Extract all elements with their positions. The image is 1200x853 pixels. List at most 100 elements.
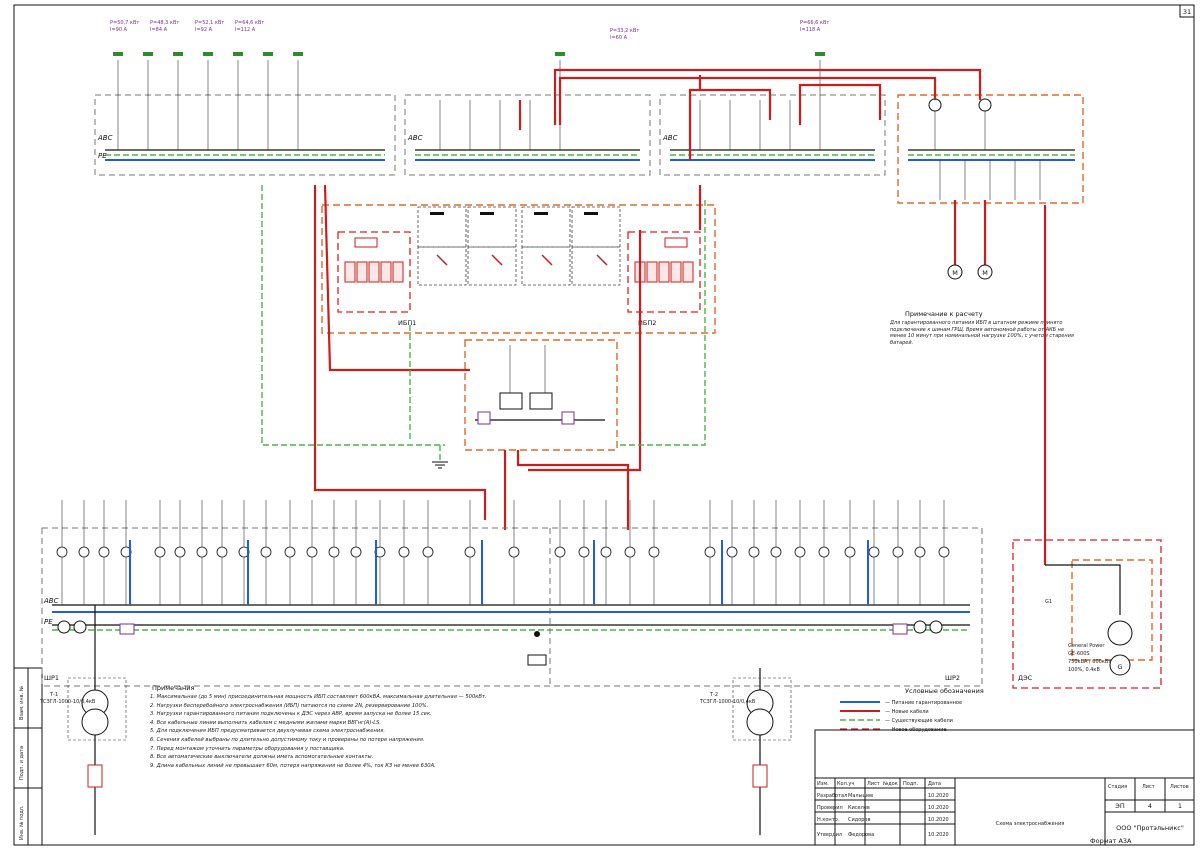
pe-lines [261, 185, 706, 462]
generator-line4: 100%, 0.4кВ [1068, 667, 1100, 673]
t2-name: Т-2 [709, 692, 718, 698]
date: 10.2020 [928, 832, 949, 838]
ats-panel: М М [897, 94, 1084, 280]
note-line: 2. Нагрузки бесперебойного электроснабже… [150, 702, 429, 709]
bypass-panel [464, 339, 618, 451]
svg-text:Р=50,7 кВт: Р=50,7 кВт [110, 20, 139, 26]
svg-text:М: М [982, 269, 988, 277]
svg-text:Листов: Листов [1170, 784, 1189, 790]
transformer-t1: Т-1 ТСЗГЛ-1000-10/0,4кВ [39, 605, 127, 835]
notes-heading: Примечания [152, 684, 194, 692]
date: 10.2020 [928, 817, 949, 823]
note-line: 3. Нагрузки гарантированного питания под… [150, 711, 432, 718]
calc-note-text: Для гарантированного питания ИБП в штатн… [890, 320, 1074, 346]
note-line: 7. Перед монтажом уточнить параметры обо… [150, 745, 345, 752]
stamp-sheets: 1 [1178, 802, 1182, 810]
margin-inst-inv: Взам. инв. № [19, 685, 25, 720]
title-block: Изм. Кол.уч Лист №док Подп. Дата Разрабо… [814, 729, 1195, 846]
svg-text:Стадия: Стадия [1108, 784, 1127, 790]
dgs-label: ДЭС [1018, 674, 1033, 682]
generator-line2: GE-600S [1068, 651, 1090, 657]
stamp-stage: ЭП [1115, 802, 1125, 810]
t1-spec: ТСЗГЛ-1000-10/0,4кВ [39, 699, 96, 705]
svg-text:I=84 А: I=84 А [150, 27, 168, 33]
section-right-label: ШР2 [945, 674, 960, 682]
svg-text:№док: №док [883, 781, 898, 787]
section-left-label: ШР1 [44, 674, 59, 682]
sheet-number: 31 [1183, 8, 1191, 16]
date: 10.2020 [928, 805, 949, 811]
svg-text:Р=48,3 кВт: Р=48,3 кВт [150, 20, 179, 26]
main-switchboard: АВС PE [41, 500, 983, 687]
margin-inv: Инв. № подл. [19, 805, 25, 840]
legend-title: Условные обозначения [905, 687, 984, 695]
role: Разработал [817, 793, 847, 799]
format-label: Формат А3А [1090, 837, 1132, 845]
svg-text:I=60 А: I=60 А [610, 35, 628, 41]
svg-text:Подп.: Подп. [903, 781, 919, 787]
svg-text:Р=66,6 кВт: Р=66,6 кВт [800, 20, 829, 26]
person: Киселев [848, 805, 870, 811]
svg-text:АВС: АВС [43, 597, 59, 605]
stamp-org: ООО "Протэльникс" [1116, 824, 1184, 832]
svg-text:Изм.: Изм. [817, 781, 829, 787]
guaranteed-power-lines [313, 68, 1047, 565]
note-line: 5. Для подключения ИБП предусматривается… [150, 728, 385, 735]
legend-item: — Питание гарантированное [885, 700, 962, 706]
dgs-panel: G G1 General Power GE-600S 750кВА / 600к… [1012, 539, 1162, 689]
person: Малышев [848, 793, 873, 799]
ups-section: ИБП1 ИБП2 [321, 204, 716, 334]
ground-symbol [432, 461, 448, 469]
svg-text:I=112 А: I=112 А [235, 27, 256, 33]
role: Н.контр. [817, 817, 840, 823]
svg-text:Лист: Лист [867, 781, 880, 787]
role: Утвердил [817, 832, 842, 838]
svg-text:PE: PE [44, 618, 53, 626]
ups-left-label: ИБП1 [398, 319, 416, 327]
legend-item: — Существующие кабели [885, 718, 953, 724]
svg-text:Лист: Лист [1142, 784, 1155, 790]
calc-note-title: Примечание к расчету [905, 310, 983, 318]
svg-text:АВС: АВС [407, 134, 423, 142]
note-line: 9. Длина кабельных линий не превышает 60… [150, 762, 436, 769]
svg-text:Р=52,1 кВт: Р=52,1 кВт [195, 20, 224, 26]
drawing-frame [13, 4, 1195, 846]
top-panels: АВС PE АВС АВС [94, 20, 886, 176]
person: Сидоров [848, 817, 870, 823]
t2-spec: ТСЗГЛ-1000-10/0,4кВ [699, 699, 756, 705]
transformer-t2: Т-2 ТСЗГЛ-1000-10/0,4кВ [699, 668, 792, 835]
note-line: 1. Максимальная (до 5 мин) присоединител… [150, 694, 487, 700]
svg-text:М: М [952, 269, 958, 277]
note-line: 6. Сечения кабелей выбраны по длительно … [150, 736, 425, 743]
legend-item: — Новые кабели [885, 709, 929, 715]
svg-text:I=118 А: I=118 А [800, 27, 821, 33]
bus-label-pe: PE [98, 152, 107, 160]
notes-block: Примечания 1. Максимальная (до 5 мин) пр… [150, 684, 487, 769]
stamp-title: Схема электроснабжения [996, 821, 1064, 827]
ups-right-label: ИБП2 [638, 319, 656, 327]
t1-name: Т-1 [49, 692, 58, 698]
legend: Условные обозначения — Питание гарантиро… [840, 687, 984, 733]
note-line: 8. Все автоматические выключатели должны… [150, 754, 374, 761]
generator-line3: 750кВА / 600кВт [1068, 659, 1111, 665]
svg-text:Кол.уч: Кол.уч [837, 781, 854, 787]
svg-text:Р=64,6 кВт: Р=64,6 кВт [235, 20, 264, 26]
role: Проверил [817, 805, 843, 811]
date: 10.2020 [928, 793, 949, 799]
generator-line1: General Power [1068, 643, 1105, 649]
generator-label: G1 [1045, 599, 1052, 605]
note-line: 4. Все кабельные линии выполнить кабелем… [150, 719, 382, 726]
margin-sign-date: Подп. и дата [19, 746, 25, 780]
svg-text:Р=33,2 кВт: Р=33,2 кВт [610, 28, 639, 34]
svg-text:Дата: Дата [928, 781, 941, 787]
svg-text:I=92 А: I=92 А [195, 27, 213, 33]
person: Федорова [848, 832, 874, 838]
stamp-sheet: 4 [1148, 802, 1152, 810]
svg-text:I=90 А: I=90 А [110, 27, 128, 33]
calc-note: Примечание к расчету Для гарантированног… [890, 310, 1074, 346]
bus-label-abc: АВС [97, 134, 113, 142]
generator-symbol: G [1117, 663, 1122, 671]
svg-text:АВС: АВС [662, 134, 678, 142]
